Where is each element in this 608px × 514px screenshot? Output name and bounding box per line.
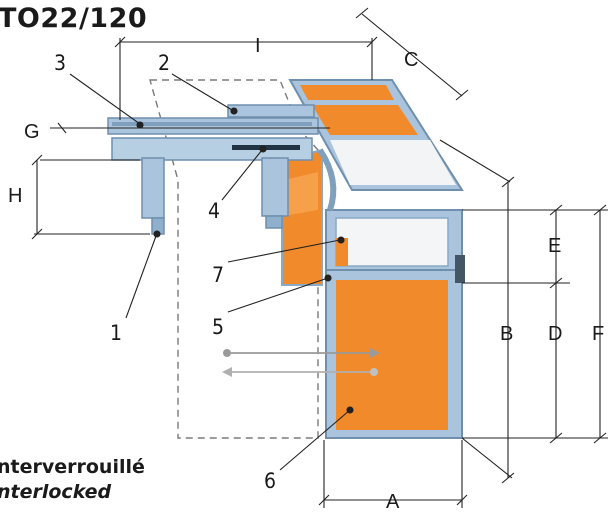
part-leaders xyxy=(69,73,354,471)
part-number-1: 1 xyxy=(110,321,122,345)
part-number-7: 7 xyxy=(212,263,224,287)
dim-label-a: A xyxy=(386,491,400,513)
part-number-5: 5 xyxy=(212,315,224,339)
caption-french: nterverrouillé xyxy=(0,456,145,478)
part-number-6: 6 xyxy=(264,469,276,493)
model-title: TO22/120 xyxy=(0,3,148,34)
part-number-4: 4 xyxy=(208,199,220,223)
dim-label-e: E xyxy=(548,235,561,257)
caption-english: nterlocked xyxy=(0,481,112,503)
robot-arm xyxy=(107,104,319,235)
working-zone-outline xyxy=(149,79,319,439)
dim-label-c: C xyxy=(404,49,418,71)
dim-label-b: B xyxy=(500,323,513,345)
safety-enclosure xyxy=(281,79,465,439)
part-number-3: 3 xyxy=(54,51,66,75)
motion-arrows xyxy=(222,348,380,377)
dimension-lines xyxy=(31,7,608,508)
dim-label-g: G xyxy=(24,121,40,143)
dim-label-d: D xyxy=(548,323,562,345)
part-number-2: 2 xyxy=(158,51,170,75)
dim-label-h: H xyxy=(8,185,22,207)
dim-label-i: I xyxy=(255,35,261,57)
dim-label-f: F xyxy=(592,323,604,345)
